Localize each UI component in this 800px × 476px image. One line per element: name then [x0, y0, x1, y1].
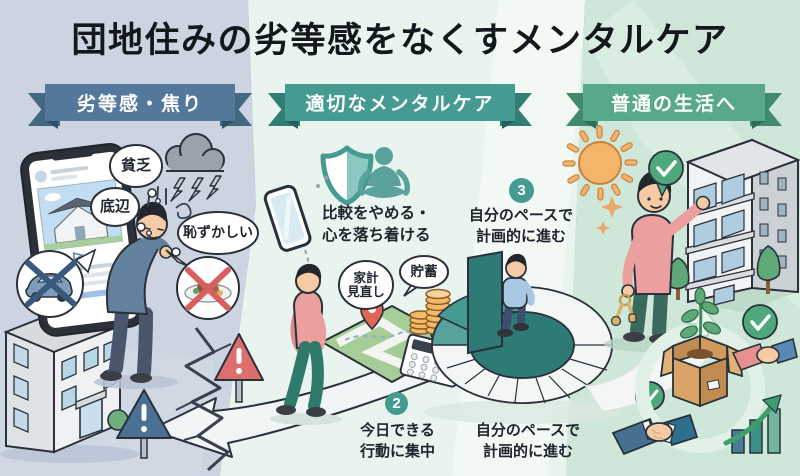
section-banner-problem: 劣等感・焦り: [28, 84, 252, 130]
warning-sign-red-icon: [214, 333, 264, 403]
ribbon-fold: [502, 121, 515, 129]
speech-bubble-budget: [338, 260, 394, 310]
sun-icon: [562, 125, 638, 201]
danchi-building-illustration: [0, 304, 140, 463]
growth-chart-icon: [723, 394, 782, 454]
calm-down-caption: 比較をやめる・ 心を落ち着ける: [322, 203, 452, 246]
thought-bubble-poor: [109, 144, 163, 204]
caption-line: 計画的に進む: [482, 443, 573, 460]
spiral-staircase-illustration: [424, 250, 710, 424]
ribbon-fold: [45, 121, 58, 129]
no-car-icon: [16, 248, 97, 318]
sparkle-icon: [596, 196, 623, 235]
lightning-icon: [170, 175, 222, 202]
banner-label: 劣等感・焦り: [45, 84, 235, 121]
walking-person-illustration: [270, 263, 342, 425]
moving-box-plant-icon: [635, 287, 765, 453]
warning-sign-blue-icon: [116, 389, 172, 459]
section-banner-goal: 普通の生活へ: [566, 84, 782, 130]
ribbon-fold: [583, 121, 596, 129]
step-3-caption: 自分のペースで 計画的に進む: [446, 205, 596, 247]
ribbon-fold: [752, 121, 765, 129]
storm-cloud-icon: [165, 133, 225, 202]
step-3-badge: 3: [509, 178, 534, 203]
banner-label: 適切なメンタルケア: [285, 84, 515, 121]
caption-line: 心を落ち着ける: [322, 226, 431, 244]
ribbon-fold: [222, 121, 235, 129]
caption-line: 計画的に進む: [475, 228, 566, 245]
thought-bubble-shame-label: 恥ずかしい: [183, 224, 253, 241]
step-2-badge: 2: [385, 392, 408, 415]
savings-bubble-label: 貯蓄: [410, 264, 438, 280]
caption-line: 今日できる: [360, 422, 435, 439]
section-banner-care: 適切なメンタルケア: [268, 84, 532, 130]
thought-bubble-poor-label: 貧乏: [120, 156, 151, 174]
ribbon-fold: [285, 121, 298, 129]
caption-line: 家計: [353, 271, 379, 285]
handshake-icon-2: [731, 337, 798, 371]
ground-crack-illustration: [175, 327, 232, 472]
distressed-person-illustration: [94, 186, 192, 389]
thought-bubble-bottom-label: 底辺: [99, 197, 130, 215]
banner-label: 普通の生活へ: [583, 84, 765, 121]
keys-icon: [610, 293, 637, 327]
no-dining-icon: [165, 249, 240, 320]
caption-line: 比較をやめる・: [322, 205, 431, 222]
caption-line: 自分のペースで: [475, 422, 581, 439]
caption-line: 自分のペースで: [468, 207, 574, 224]
step-2-caption: 今日できる 行動に集中: [340, 420, 455, 462]
tree-icon: [666, 245, 781, 300]
new-building-illustration: [666, 138, 800, 312]
budget-bubble-label: 家計 見直し: [340, 264, 392, 306]
page-title: 団地住みの劣等感をなくすメンタルケア: [71, 21, 729, 60]
meditation-icon: [357, 147, 411, 198]
caption-line: 行動に集中: [359, 443, 435, 460]
caption-line: 見直し: [347, 285, 385, 299]
thought-bubble-bottom: [90, 187, 152, 236]
check-bubble-icon: [648, 150, 684, 198]
stairs-caption: 自分のペースで 計画的に進む: [458, 420, 598, 462]
climbing-person-illustration: [497, 253, 535, 337]
thought-bubble-shame: [171, 211, 259, 257]
handshake-icon: [611, 413, 699, 456]
speech-bubble-savings: [399, 255, 449, 297]
